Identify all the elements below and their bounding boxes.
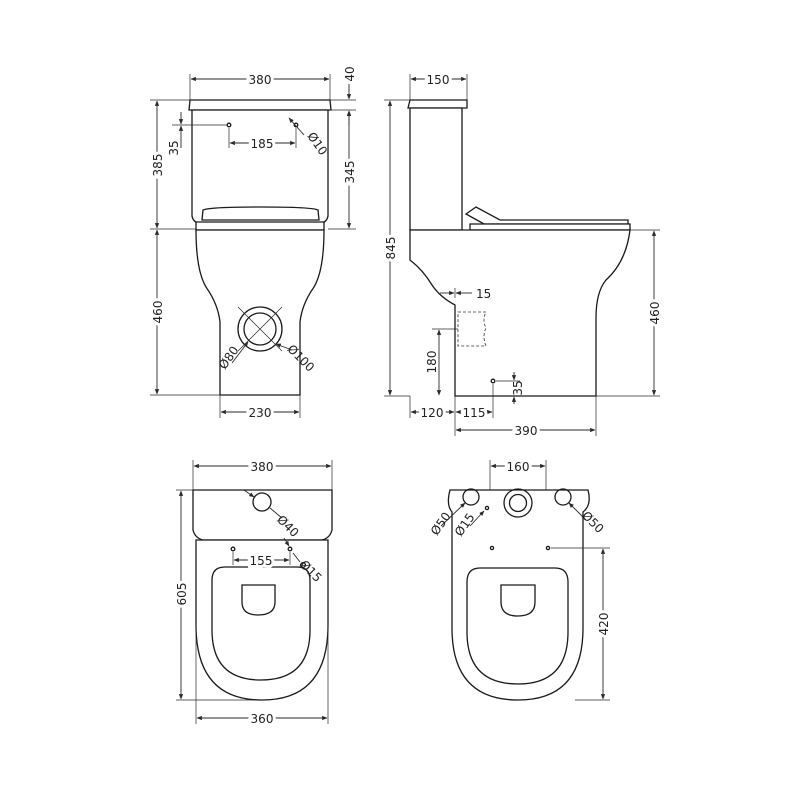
under-hole-right [554, 488, 572, 506]
side-pan [409, 229, 631, 397]
fill-hole-left [226, 122, 232, 128]
plan-lid-hinge [241, 584, 276, 616]
dim-side-wall-gap: 120 [421, 406, 444, 420]
dim-plan-fix-spacing: 155 [250, 554, 273, 568]
dim-side-total-depth: 390 [515, 424, 538, 438]
dim-under-left-hole: Ø50 [428, 510, 454, 538]
underside-view: 160 Ø50 Ø15 Ø50 420 [428, 457, 614, 701]
plan-fix-right [287, 546, 293, 552]
dim-front-pan-height: 460 [151, 301, 165, 324]
under-fix-left [489, 545, 495, 551]
dim-side-pan-height: 460 [648, 302, 662, 325]
dim-plan-base: 360 [251, 712, 274, 726]
dim-under-depth: 420 [597, 613, 611, 636]
plan-pan [195, 539, 329, 701]
dim-side-hole-height: 35 [511, 380, 525, 395]
dim-under-hole-spacing: 160 [507, 460, 530, 474]
plan-fix-left [230, 546, 236, 552]
under-seat [466, 567, 569, 685]
under-outline [447, 489, 590, 701]
side-seat-lid [464, 206, 629, 225]
dim-front-lid: 40 [343, 66, 357, 81]
under-outlet-outer [503, 488, 533, 518]
dim-front-inlet: 35 [167, 140, 181, 155]
seat-lid [201, 206, 320, 221]
plan-fix-extra [299, 561, 307, 569]
dim-front-base: 230 [249, 406, 272, 420]
dim-plan-width: 380 [251, 460, 274, 474]
dim-side-hole-offset: 115 [463, 406, 486, 420]
dim-side-outlet-height: 180 [425, 351, 439, 374]
outlet-outer [237, 306, 283, 352]
dim-side-total-height: 845 [384, 237, 398, 260]
dim-front-cistern-right: 345 [343, 161, 357, 184]
dim-plan-length: 605 [175, 583, 189, 606]
under-outlet-inner [508, 493, 528, 513]
under-hinge [500, 584, 536, 617]
side-cistern [409, 107, 463, 231]
front-view: 380 40 345 385 35 185 Ø10 460 [148, 66, 360, 423]
plan-seat [211, 566, 311, 681]
dim-front-width: 380 [249, 73, 272, 87]
side-cistern-lid [407, 99, 468, 109]
under-fix-right [545, 545, 551, 551]
side-hole [490, 378, 496, 384]
outlet-inner [243, 312, 277, 346]
dim-side-cistern-depth: 150 [427, 73, 450, 87]
under-hole-left [462, 488, 480, 506]
cistern-lid [188, 99, 332, 111]
side-view: 150 845 460 15 180 35 120 115 [381, 70, 665, 441]
dim-side-inlet-gap: 15 [476, 287, 491, 301]
plan-tank-hole [252, 492, 272, 512]
fill-hole-right [293, 122, 299, 128]
under-small-hole [484, 505, 490, 511]
plan-cistern [192, 489, 333, 541]
dim-front-cistern-left: 385 [151, 154, 165, 177]
side-seat [469, 223, 631, 231]
dim-front-hole-spacing: 185 [251, 137, 274, 151]
seat-ring [195, 221, 325, 231]
plan-view: 380 Ø40 155 Ø15 605 360 [172, 457, 333, 729]
